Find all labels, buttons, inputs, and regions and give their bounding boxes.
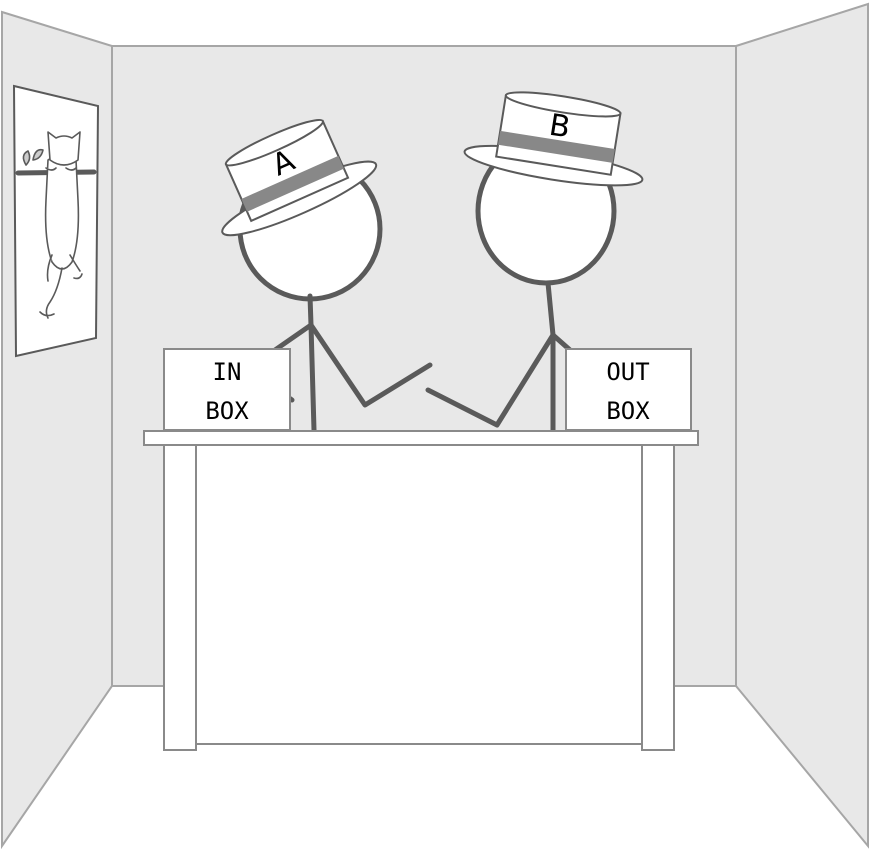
desk-top	[143, 430, 699, 446]
hat-a: A	[221, 118, 378, 237]
desk-right-leg	[641, 443, 675, 751]
out-box-label-line2: BOX	[606, 397, 650, 425]
desk	[143, 430, 699, 751]
in-box: IN BOX	[163, 348, 291, 431]
in-box-label-line1: IN	[213, 358, 242, 386]
desk-modesty-panel	[195, 443, 645, 745]
right-wall-panel	[735, 2, 869, 849]
hat-b: B	[463, 91, 644, 187]
cat-poster	[12, 84, 100, 358]
desk-left-leg	[163, 443, 197, 751]
out-box: OUT BOX	[565, 348, 692, 431]
out-box-label-line1: OUT	[606, 358, 649, 386]
in-box-label-line2: BOX	[205, 397, 249, 425]
hanging-cat-icon	[15, 131, 97, 319]
